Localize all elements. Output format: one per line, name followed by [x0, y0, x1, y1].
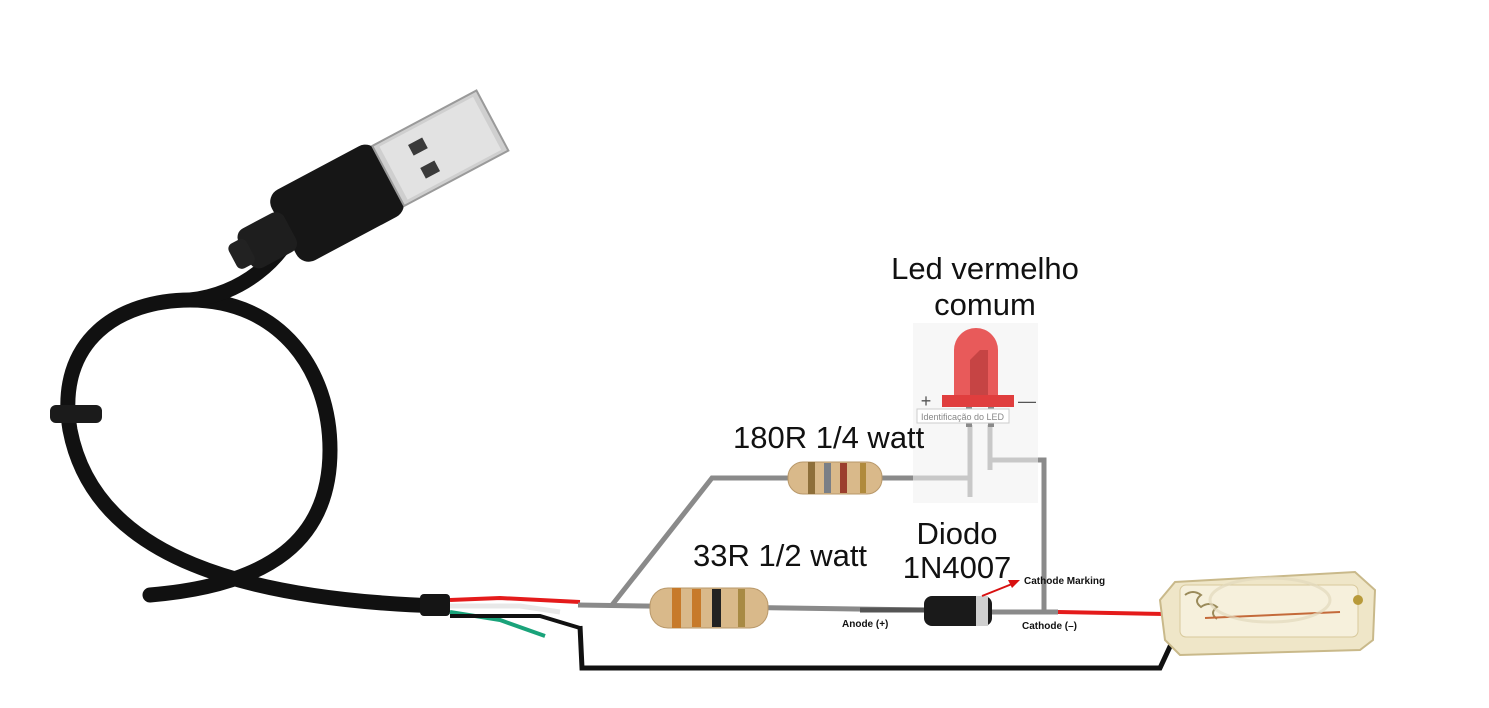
led-plus-sign: + [921, 391, 932, 411]
usb-cable [50, 207, 450, 616]
usb-inner-wires [449, 595, 581, 638]
led-title-line2: comum [934, 287, 1036, 322]
cathode-marking-label: Cathode Marking [1024, 576, 1105, 587]
led-title-line1: Led vermelho [891, 251, 1079, 286]
resistor-33r [649, 587, 769, 629]
cathode-arrow-icon [981, 580, 1020, 597]
resistor-33-label: 33R 1/2 watt [693, 538, 867, 573]
anode-label: Anode (+) [842, 619, 888, 630]
led-red [913, 323, 1038, 503]
ground-wire [577, 623, 1183, 671]
diode-1n4007 [924, 596, 1166, 626]
led-id-caption: Identificação do LED [921, 412, 1005, 422]
cathode-label: Cathode (–) [1022, 621, 1077, 632]
aa-battery-holder-icon [1158, 570, 1377, 657]
led-minus-sign: — [1018, 391, 1036, 411]
usb-a-plug-icon [228, 89, 510, 269]
resistor-180r [787, 461, 883, 495]
resistor-180-label: 180R 1/4 watt [733, 420, 925, 455]
diode-label-line1: Diodo [917, 516, 998, 551]
diode-label-line2: 1N4007 [903, 550, 1012, 585]
